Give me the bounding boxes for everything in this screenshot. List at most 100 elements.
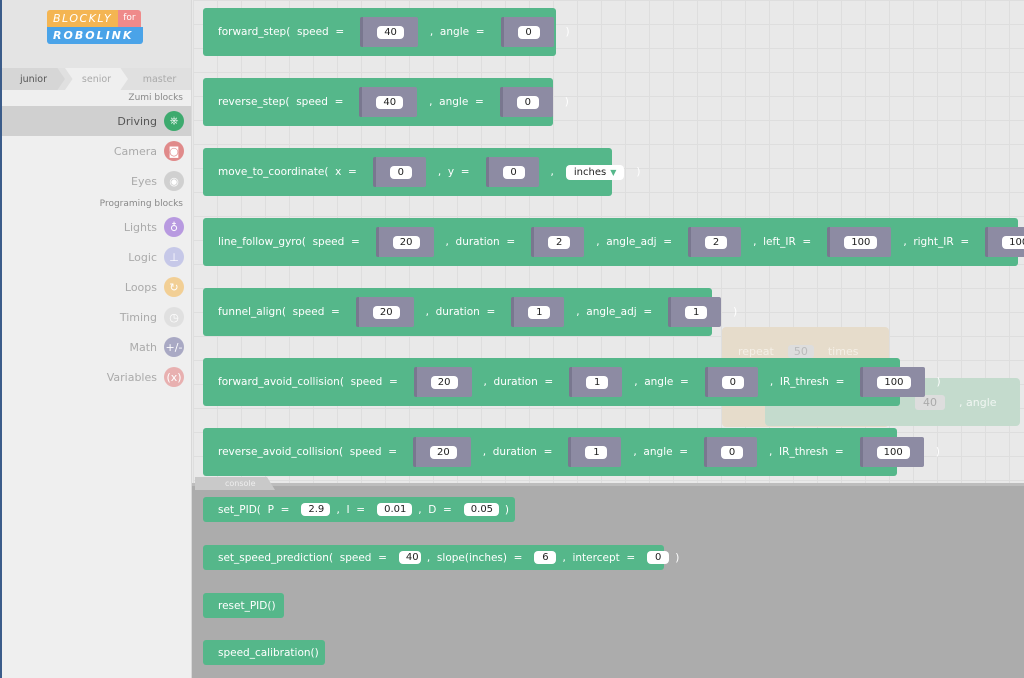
number-field[interactable]: 0 (721, 375, 744, 389)
set-speed-prediction-block[interactable]: set_speed_prediction( speed =40, slope(i… (203, 545, 679, 570)
block-label: ) (733, 306, 738, 318)
block-label: , right_IR = (903, 236, 970, 248)
forward-step-block[interactable]: forward_step( speed =40, angle =0) (203, 8, 570, 56)
reverse-step-block[interactable]: reverse_step( speed = 40 , angle = 0) (203, 78, 569, 126)
category-camera[interactable]: Camera◙ (2, 136, 191, 166)
value-socket: 100 (860, 367, 925, 397)
block-label: , angle = (429, 96, 484, 108)
number-field[interactable]: 1 (585, 445, 608, 459)
number-field[interactable]: 20 (430, 375, 458, 389)
forward-avoid-collision-block[interactable]: forward_avoid_collision( speed =20, dura… (203, 358, 941, 406)
block-label: , IR_thresh = (769, 376, 845, 388)
number-field[interactable]: 100 (844, 235, 878, 249)
block-label: , D = (418, 503, 452, 516)
value-socket: 2 (688, 227, 742, 257)
category-driving[interactable]: Driving⎈ (2, 106, 191, 136)
value-socket: 1 (569, 367, 623, 397)
category-label: Math (129, 340, 157, 354)
logo-text: BLOCKLY (47, 10, 119, 27)
number-field[interactable]: 40 (376, 95, 404, 109)
category-eyes[interactable]: Eyes◉ (2, 166, 191, 196)
block-label: , intercept = (562, 551, 636, 564)
category-math[interactable]: Math+/- (2, 332, 191, 362)
number-field[interactable]: 20 (430, 445, 457, 459)
block-label: speed_calibration() (218, 646, 319, 659)
block-label: , angle = (634, 376, 689, 388)
block-label: ) (636, 166, 641, 178)
number-field[interactable]: 100 (877, 375, 911, 389)
block-label: , angle_adj = (576, 306, 653, 318)
block-label: reverse_step( speed = (218, 96, 344, 108)
block-label: reverse_avoid_collision( speed = (218, 446, 398, 458)
category-label: Logic (128, 250, 157, 264)
number-field[interactable]: 1 (586, 375, 609, 389)
chevron-down-icon: ▼ (610, 167, 617, 177)
level-tabs: junior senior master (2, 68, 191, 90)
number-field[interactable]: 6 (534, 551, 557, 564)
block-label: ) (564, 96, 569, 108)
bulb-icon: ♁ (164, 217, 184, 237)
category-timing[interactable]: Timing◷ (2, 302, 191, 332)
category-variables[interactable]: Variables(x) (2, 362, 191, 392)
number-field[interactable]: 2.9 (301, 503, 331, 516)
reset-pid-block[interactable]: reset_PID() (203, 593, 284, 618)
number-field[interactable]: 1 (528, 305, 551, 319)
number-field[interactable]: 1 (685, 305, 708, 319)
dropdown-value: inches (573, 166, 607, 178)
number-field[interactable]: 0 (389, 165, 412, 179)
value-socket: 2 (531, 227, 585, 257)
category-logic[interactable]: Logic ⊥ (2, 242, 191, 272)
number-field[interactable]: 100 (876, 445, 910, 459)
value-socket: 0 (704, 437, 758, 467)
block-label: set_speed_prediction( speed = (218, 551, 387, 564)
category-label: Timing (119, 310, 157, 324)
block-label: , duration = (482, 446, 553, 458)
ghost-angle-label: , angle (959, 395, 997, 409)
block-label: , IR_thresh = (769, 446, 844, 458)
value-socket: 40 (359, 87, 418, 117)
category-label: Loops (124, 280, 157, 294)
number-field[interactable]: 2 (705, 235, 728, 249)
value-socket: 0 (485, 157, 539, 187)
steering-wheel-icon: ⎈ (164, 111, 184, 131)
number-field[interactable]: 0 (647, 551, 670, 564)
ghost-repeat-value: 50 (787, 345, 814, 358)
number-field[interactable]: 0 (517, 25, 540, 39)
number-field[interactable]: 0 (502, 165, 525, 179)
category-label: Lights (123, 220, 157, 234)
number-field[interactable]: 0.05 (463, 503, 499, 516)
block-label: , angle = (429, 26, 485, 38)
tab-master[interactable]: master (142, 73, 177, 85)
line-follow-gyro-block[interactable]: line_follow_gyro( speed =20, duration =2… (203, 218, 1024, 266)
unit-dropdown[interactable]: inches▼ (565, 164, 625, 180)
number-field[interactable]: 20 (372, 305, 400, 319)
number-field[interactable]: 20 (392, 235, 420, 249)
category-loops[interactable]: Loops↻ (2, 272, 191, 302)
eye-icon: ◉ (164, 171, 184, 191)
funnel-align-block[interactable]: funnel_align( speed =20, duration =1, an… (203, 288, 737, 336)
number-field[interactable]: 40 (377, 25, 404, 39)
number-field[interactable]: 2 (548, 235, 571, 249)
block-label: move_to_coordinate( x = (218, 166, 357, 178)
number-field[interactable]: 0.01 (377, 503, 413, 516)
move-to-coordinate-block[interactable]: move_to_coordinate( x =0, y =0,inches▼) (203, 148, 640, 196)
number-field[interactable]: 100 (1002, 235, 1024, 249)
console-tab[interactable]: console (195, 477, 275, 490)
reverse-avoid-collision-block[interactable]: reverse_avoid_collision( speed = 20 , dura… (203, 428, 940, 476)
tab-senior[interactable]: senior (65, 68, 128, 90)
value-socket: 0 (500, 17, 554, 47)
number-field[interactable]: 0 (516, 95, 539, 109)
variables-icon: (x) (164, 367, 184, 387)
tab-junior[interactable]: junior (2, 68, 65, 90)
value-socket: 100 (859, 437, 924, 467)
number-field[interactable]: 0 (721, 445, 744, 459)
ghost-times-label: times (827, 345, 859, 358)
number-field[interactable]: 40 (398, 551, 421, 564)
logic-icon: ⊥ (164, 247, 184, 267)
block-label: forward_step( speed = (218, 26, 345, 38)
set-pid-block[interactable]: set_PID( P =2.9, I =0.01, D =0.05) (203, 497, 515, 522)
category-lights[interactable]: Lights ♁ (2, 212, 191, 242)
speed-calibration-block[interactable]: speed_calibration() (203, 640, 325, 665)
